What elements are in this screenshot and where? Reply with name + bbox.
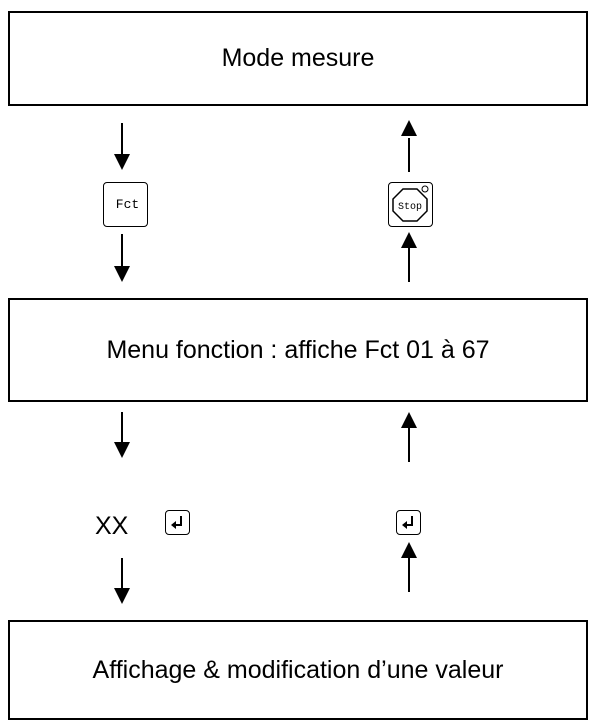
fct-key-label: Fct	[115, 197, 140, 212]
xx-value-label: XX	[95, 512, 129, 540]
stop-sign-icon: Stop	[392, 185, 429, 222]
function-menu-box: Menu fonction : affiche Fct 01 à 67	[8, 298, 588, 402]
measure-mode-box: Mode mesure	[8, 11, 588, 106]
arrow-down-icon	[114, 558, 130, 604]
stop-key-button[interactable]: Stop	[388, 182, 433, 227]
arrow-down-icon	[114, 234, 130, 282]
arrow-up-icon	[401, 120, 417, 172]
fct-key-button[interactable]: Fct	[103, 182, 148, 227]
arrow-up-icon	[401, 542, 417, 592]
arrow-down-icon	[114, 123, 130, 170]
enter-key-icon	[402, 516, 413, 529]
value-display-box: Affichage & modification d’une valeur	[8, 620, 588, 720]
arrow-up-icon	[401, 232, 417, 282]
enter-key-right-button[interactable]	[396, 510, 421, 535]
arrow-up-icon	[401, 412, 417, 462]
value-display-label: Affichage & modification d’une valeur	[92, 655, 504, 684]
function-menu-label: Menu fonction : affiche Fct 01 à 67	[106, 335, 490, 364]
measure-mode-label: Mode mesure	[221, 44, 375, 72]
arrow-down-icon	[114, 412, 130, 458]
enter-key-icon	[171, 516, 182, 529]
stop-key-label: Stop	[398, 202, 422, 213]
enter-key-left-button[interactable]	[165, 510, 190, 535]
